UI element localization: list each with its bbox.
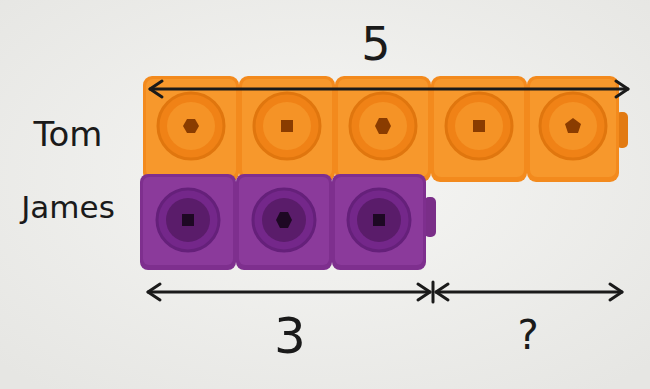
- part-number: 3: [274, 311, 306, 361]
- orange-cubes: [143, 76, 628, 182]
- total-number: 5: [361, 21, 390, 67]
- unknown-mark: ?: [517, 315, 538, 355]
- purple-cubes: [140, 174, 436, 270]
- row-name: Tom: [34, 117, 103, 151]
- measure-arrows: [148, 81, 628, 302]
- row-name: James: [21, 192, 115, 223]
